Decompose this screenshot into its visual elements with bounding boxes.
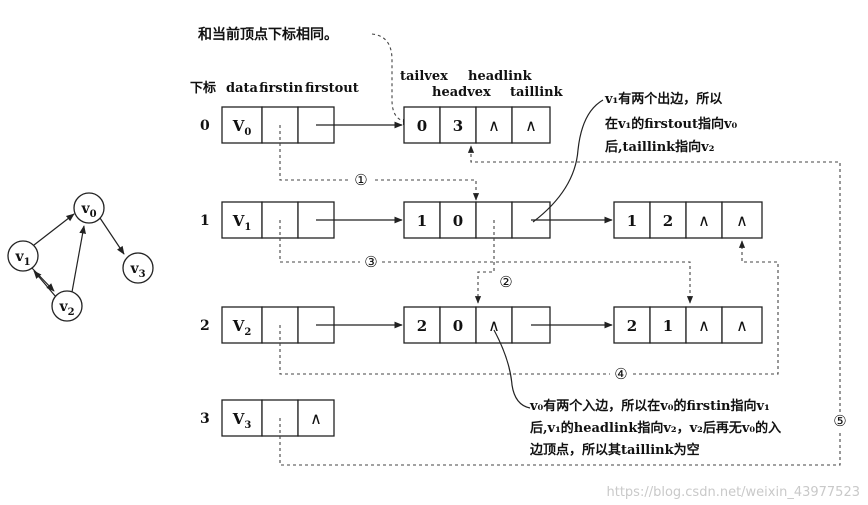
watermark: https://blog.csdn.net/weixin_43977523: [606, 485, 860, 500]
graph-node-v3: v3: [122, 252, 154, 284]
arc-3-headlink: ∧: [488, 316, 500, 335]
header-headvex: headvex: [432, 85, 491, 100]
arc-0-taillink: ∧: [525, 116, 537, 135]
note-1-line-2: 在v₁的firstout指向v₀: [605, 116, 738, 132]
note-2-line-1: v₀有两个入边，所以在v₀的firstin指向v₁: [529, 398, 770, 414]
arc-4-taillink: ∧: [736, 316, 748, 335]
header-firstin: firstin: [259, 81, 304, 96]
note-1-line-1: v₁有两个出边，所以: [604, 91, 722, 107]
arc-node-2-0: 2 0 ∧: [403, 306, 551, 344]
dashed-path-5: [279, 145, 841, 466]
vertex-firstout-3: ∧: [310, 409, 322, 428]
note-1: v₁有两个出边，所以 在v₁的firstout指向v₀ 后,taillink指向…: [604, 91, 738, 155]
vertex-row-0: 0 V0: [200, 106, 335, 144]
graph-node-v1-label: v1: [14, 249, 30, 268]
top-note-pointer: [371, 33, 411, 126]
graph-edge-v2-v0: [71, 225, 86, 293]
arc-2-headlink: ∧: [698, 211, 710, 230]
header-taillink: taillink: [510, 85, 564, 100]
header-firstout: firstout: [305, 81, 359, 96]
graph-node-v0-label: v0: [80, 201, 96, 220]
vertex-data-2: V2: [232, 317, 252, 338]
small-graph: v0 v1 v2 v3: [7, 192, 154, 322]
note-1-leader: [532, 99, 604, 223]
graph-node-v2-label: v2: [58, 299, 74, 318]
arc-2-taillink: ∧: [736, 211, 748, 230]
arc-node-1-0: 1 0: [403, 201, 551, 239]
dashed-path-2: [474, 220, 495, 304]
dashed-path-4: [279, 240, 779, 375]
arc-node-2-1: 2 1 ∧ ∧: [613, 306, 763, 344]
dashed-path-3: [279, 220, 694, 304]
top-note: 和当前顶点下标相同。: [198, 26, 338, 43]
vertex-data-3: V3: [232, 410, 252, 431]
vertex-index-2: 2: [200, 318, 210, 334]
arc-1-headvex: 0: [453, 212, 463, 230]
vertex-data-1: V1: [232, 212, 252, 233]
graph-node-v2: v2: [51, 290, 83, 322]
arc-1-tailvex: 1: [417, 212, 427, 230]
arc-2-tailvex: 1: [627, 212, 637, 230]
arc-0-headlink: ∧: [488, 116, 500, 135]
note-2: v₀有两个入边，所以在v₀的firstin指向v₁ 后,v₁的headlink指…: [529, 398, 781, 458]
graph-node-v3-label: v3: [129, 261, 145, 280]
graph-node-v0: v0: [73, 192, 105, 224]
step-3-marker: ③: [364, 253, 377, 271]
graph-edge-v2-v1: [33, 270, 57, 298]
note-2-line-2: 后,v₁的headlink指向v₂，v₂后再无v₀的入: [530, 420, 781, 436]
arc-node-0-3: 0 3 ∧ ∧: [403, 106, 551, 144]
arc-0-headvex: 3: [453, 117, 463, 135]
arc-4-headvex: 1: [663, 317, 673, 335]
step-2-marker: ②: [499, 273, 512, 291]
note-2-leader: [493, 329, 531, 409]
note-2-line-3: 边顶点，所以其taillink为空: [529, 442, 700, 458]
arc-node-1-2: 1 2 ∧ ∧: [613, 201, 763, 239]
arc-4-headlink: ∧: [698, 316, 710, 335]
arc-0-tailvex: 0: [417, 117, 427, 135]
vertex-index-1: 1: [200, 213, 210, 229]
arc-4-tailvex: 2: [627, 317, 637, 335]
step-4-marker: ④: [614, 365, 627, 383]
note-1-line-3: 后,taillink指向v₂: [605, 139, 714, 155]
vertex-row-3: 3 V3 ∧: [200, 399, 335, 437]
dashed-path-1: [279, 125, 480, 201]
header-data: data: [226, 81, 259, 96]
graph-edge-v0-v3: [99, 217, 125, 255]
vertex-row-2: 2 V2: [200, 306, 335, 344]
step-1-marker: ①: [354, 171, 367, 189]
vertex-index-3: 3: [200, 411, 210, 427]
arc-3-tailvex: 2: [417, 317, 427, 335]
step-5-marker: ⑤: [833, 412, 846, 430]
graph-edge-v1-v2: [29, 265, 55, 292]
vertex-data-0: V0: [232, 117, 252, 138]
header-tailvex: tailvex: [400, 69, 448, 84]
arc-2-headvex: 2: [663, 212, 673, 230]
vertex-index-0: 0: [200, 118, 210, 134]
graph-edge-v1-v0: [33, 213, 75, 246]
header-index: 下标: [190, 80, 216, 96]
header-headlink: headlink: [468, 69, 533, 84]
arc-3-headvex: 0: [453, 317, 463, 335]
graph-node-v1: v1: [7, 240, 39, 272]
vertex-row-1: 1 V1: [200, 201, 335, 239]
